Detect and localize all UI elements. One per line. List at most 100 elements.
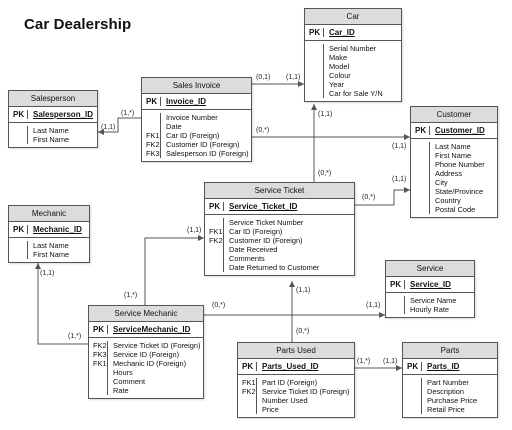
cardinality-label: (0,*) — [212, 302, 226, 309]
key-label — [415, 205, 429, 214]
line-ticket-sm — [144, 237, 204, 305]
key-label: FK1 — [146, 131, 160, 140]
entity-name: Salesperson — [9, 91, 97, 107]
key-label — [415, 151, 429, 160]
field: Car for Sale Y/N — [329, 89, 383, 98]
key-label — [209, 263, 223, 272]
entity-name: Parts — [403, 343, 497, 359]
key-label — [415, 142, 429, 151]
field: Mechanic ID (Foreign) — [113, 359, 187, 368]
line-ticket-customer — [355, 189, 410, 206]
entity-name: Car — [305, 9, 401, 25]
entity-parts-used[interactable]: Parts Used PK Parts_Used_ID FK1 FK2 Part… — [237, 342, 355, 418]
field-list: Last Name First Name — [27, 241, 69, 259]
pk-tag: PK — [407, 362, 419, 371]
key-label — [209, 245, 223, 254]
field-list: Service Ticket ID (Foreign) Service ID (… — [107, 341, 200, 395]
field: Country — [435, 196, 461, 205]
cardinality-label: (1,1) — [286, 74, 301, 81]
key-label — [93, 377, 107, 386]
pk-tag: PK — [209, 202, 221, 211]
key-label — [415, 187, 429, 196]
primary-key-field: Invoice_ID — [160, 97, 206, 106]
entity-customer[interactable]: Customer PK Customer_ID Last Name First … — [410, 106, 498, 218]
field: Rate — [113, 386, 129, 395]
primary-key-field: Car_ID — [323, 28, 355, 37]
field: Customer ID (Foreign) — [166, 140, 240, 149]
pk-tag: PK — [93, 325, 105, 334]
field: Last Name — [435, 142, 471, 151]
arrow-to-parts — [396, 365, 402, 371]
cardinality-label: (1,1) — [101, 124, 116, 131]
field: Salesperson ID (Foreign) — [166, 149, 249, 158]
key-column: FK1 FK2 — [209, 218, 223, 272]
field: Date Received — [229, 245, 278, 254]
entity-mechanic[interactable]: Mechanic PK Mechanic_ID Last Name First … — [8, 205, 90, 263]
entity-salesperson[interactable]: Salesperson PK Salesperson_ID Last Name … — [8, 90, 98, 148]
key-label: FK1 — [209, 227, 223, 236]
arrow-to-salesperson — [98, 129, 104, 135]
field: Make — [329, 53, 348, 62]
field: Serial Number — [329, 44, 377, 53]
field-list: Last Name First Name Phone Number Addres… — [429, 142, 485, 214]
field: Last Name — [33, 126, 69, 135]
key-label — [242, 405, 256, 414]
cardinality-label: (1,1) — [296, 287, 311, 294]
entity-car[interactable]: Car PK Car_ID Serial Number Make Model C… — [304, 8, 402, 102]
key-column: FK2 FK3 FK1 — [93, 341, 107, 395]
field: Service Ticket Number — [229, 218, 304, 227]
cardinality-label: (0,*) — [318, 170, 332, 177]
entity-name: Service Ticket — [205, 183, 354, 199]
key-label — [146, 122, 160, 131]
entity-service-ticket[interactable]: Service Ticket PK Service_Ticket_ID FK1 … — [204, 182, 355, 276]
cardinality-label: (1,*) — [121, 110, 135, 117]
key-label — [13, 241, 27, 250]
key-label — [407, 396, 421, 405]
field: Postal Code — [435, 205, 476, 214]
field: Invoice Number — [166, 113, 218, 122]
field: Price — [262, 405, 279, 414]
field: Number Used — [262, 396, 308, 405]
primary-key-row: PK Parts_ID — [403, 359, 497, 375]
entity-sales-invoice[interactable]: Sales Invoice PK Invoice_ID FK1 FK2 FK3 … — [141, 77, 252, 162]
field: First Name — [33, 250, 70, 259]
cardinality-label: (1,1) — [366, 302, 381, 309]
arrow-to-ticket-from-sm — [198, 235, 204, 241]
pk-tag: PK — [390, 280, 402, 289]
primary-key-field: Customer_ID — [429, 126, 485, 135]
key-column — [13, 126, 27, 144]
field: State/Province — [435, 187, 484, 196]
key-label — [415, 178, 429, 187]
field: Comments — [229, 254, 265, 263]
field: Retail Price — [427, 405, 465, 414]
key-label — [309, 80, 323, 89]
primary-key-field: Salesperson_ID — [27, 110, 93, 119]
field: Hourly Rate — [410, 305, 450, 314]
entity-name: Customer — [411, 107, 497, 123]
pk-tag: PK — [13, 225, 25, 234]
field: Purchase Price — [427, 396, 478, 405]
field: Service Ticket ID (Foreign) — [262, 387, 350, 396]
key-label — [13, 126, 27, 135]
cardinality-label: (1,1) — [392, 143, 407, 150]
field-list: Last Name First Name — [27, 126, 69, 144]
line-mechanic-sm — [37, 263, 88, 345]
primary-key-field: Service_Ticket_ID — [223, 202, 297, 211]
field: Last Name — [33, 241, 69, 250]
field: Service Ticket ID (Foreign) — [113, 341, 201, 350]
key-label — [93, 368, 107, 377]
entity-service-mechanic[interactable]: Service Mechanic PK ServiceMechanic_ID F… — [88, 305, 204, 399]
field: Phone Number — [435, 160, 485, 169]
key-label — [242, 396, 256, 405]
arrow-to-car — [298, 81, 304, 87]
entity-name: Sales Invoice — [142, 78, 251, 94]
field-list: Part Number Description Purchase Price R… — [421, 378, 477, 414]
key-label: FK1 — [242, 378, 256, 387]
entity-parts[interactable]: Parts PK Parts_ID Part Number Descriptio… — [402, 342, 498, 418]
entity-service[interactable]: Service PK Service_ID Service Name Hourl… — [385, 260, 475, 318]
key-label — [309, 53, 323, 62]
field: Hours — [113, 368, 133, 377]
field: Address — [435, 169, 463, 178]
cardinality-label: (0,*) — [362, 194, 376, 201]
key-label — [407, 405, 421, 414]
